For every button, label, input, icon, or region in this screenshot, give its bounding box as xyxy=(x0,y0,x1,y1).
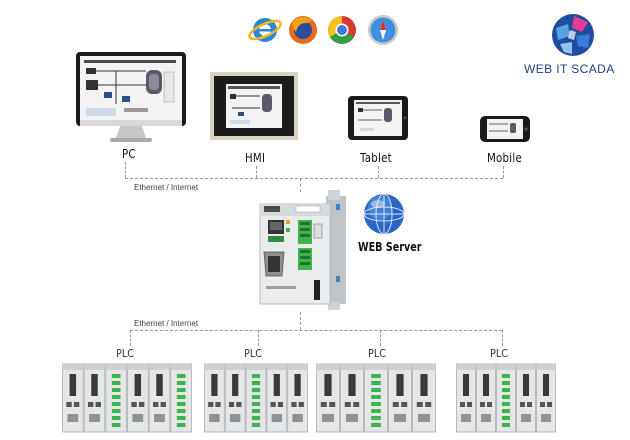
plc-unit-2 xyxy=(204,362,308,434)
bottom-network-line xyxy=(130,330,502,331)
bottom-drop-plc-4 xyxy=(502,330,503,346)
safari-icon xyxy=(368,15,398,45)
chrome-icon xyxy=(328,16,356,44)
plc-unit-3 xyxy=(316,362,436,434)
top-drop-mobile xyxy=(503,166,504,178)
brand-name: WEB IT SCADA xyxy=(524,62,615,76)
pc-monitor xyxy=(76,52,186,144)
globe-icon xyxy=(362,192,406,236)
top-network-label: Ethernet / Internet xyxy=(134,183,199,192)
web-server-device xyxy=(256,190,352,310)
internet-explorer-icon xyxy=(248,18,282,42)
browser-icons xyxy=(248,12,408,48)
top-network-line xyxy=(125,178,503,179)
bottom-drop-plc-3 xyxy=(380,330,381,346)
server-down-line xyxy=(300,312,301,330)
bottom-network-label: Ethernet / Internet xyxy=(134,319,199,328)
device-label-hmi: HMI xyxy=(245,151,266,165)
brand-logo xyxy=(548,10,598,60)
tablet xyxy=(348,96,408,140)
plc-label-1: PLC xyxy=(116,347,134,360)
plc-label-3: PLC xyxy=(368,347,386,360)
device-label-mobile: Mobile xyxy=(487,151,522,165)
bottom-drop-plc-2 xyxy=(258,330,259,346)
plc-unit-1 xyxy=(62,362,192,434)
mobile-phone xyxy=(480,116,530,142)
top-drop-tablet xyxy=(378,166,379,178)
web-server-label: WEB Server xyxy=(358,240,422,254)
top-drop-hmi xyxy=(256,166,257,178)
plc-label-4: PLC xyxy=(490,347,508,360)
bottom-drop-plc-1 xyxy=(130,330,131,346)
plc-label-2: PLC xyxy=(244,347,262,360)
top-drop-server xyxy=(300,178,301,192)
device-label-pc: PC xyxy=(122,147,136,161)
plc-unit-4 xyxy=(456,362,556,434)
top-drop-pc xyxy=(125,162,126,178)
hmi-panel xyxy=(210,72,298,140)
firefox-icon xyxy=(289,16,317,44)
device-label-tablet: Tablet xyxy=(360,151,392,165)
